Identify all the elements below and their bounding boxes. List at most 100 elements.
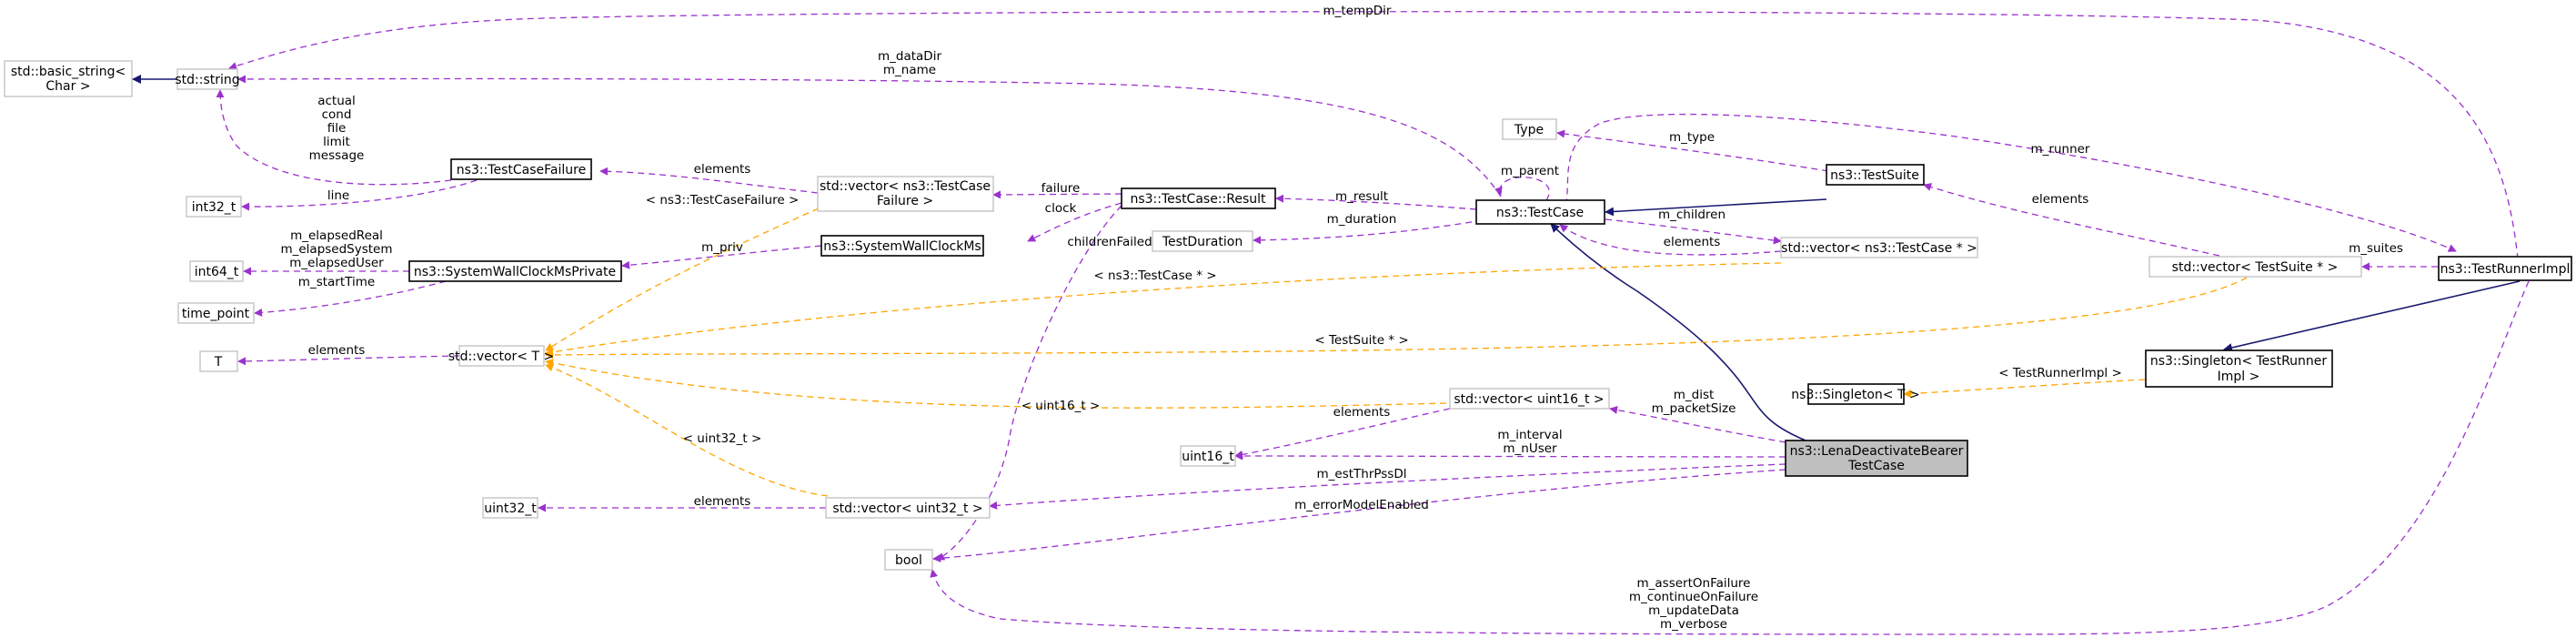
- svg-text:std::basic_string<Char >: std::basic_string<Char >: [11, 65, 126, 94]
- svg-text:uint32_t: uint32_t: [484, 501, 537, 516]
- svg-text:std::vector< ns3::TestCaseFail: std::vector< ns3::TestCaseFailure >: [820, 179, 991, 208]
- node-type[interactable]: Type: [1502, 118, 1557, 140]
- node-basic-string[interactable]: std::basic_string<Char >: [4, 60, 133, 97]
- node-time-point[interactable]: time_point: [177, 302, 255, 324]
- label-tpl-failure: < ns3::TestCaseFailure >: [646, 193, 800, 208]
- edge-m-suites: m_suites: [2349, 241, 2438, 271]
- edge-elements-u16: elements: [1234, 405, 1451, 459]
- label-tpl-tcptr: < ns3::TestCase * >: [1093, 268, 1216, 283]
- node-vector-T[interactable]: std::vector< T >: [448, 345, 554, 367]
- node-T[interactable]: T: [199, 350, 238, 372]
- svg-text:time_point: time_point: [182, 307, 250, 321]
- svg-text:std::vector< uint16_t >: std::vector< uint16_t >: [1454, 392, 1604, 407]
- svg-text:Type: Type: [1514, 123, 1544, 137]
- svg-text:int32_t: int32_t: [192, 200, 236, 215]
- node-std-string[interactable]: std::string: [175, 68, 240, 90]
- label-tpl-suite: < TestSuite * >: [1314, 333, 1408, 348]
- edge-elements-failure: elements: [599, 162, 819, 194]
- node-testcase[interactable]: ns3::TestCase: [1475, 199, 1605, 225]
- edge-m-children: m_children: [1605, 208, 1782, 245]
- node-vector-uint32[interactable]: std::vector< uint32_t >: [825, 497, 991, 519]
- edge-m-priv: m_priv: [621, 240, 822, 269]
- node-uint32-t[interactable]: uint32_t: [482, 497, 538, 519]
- svg-text:ns3::TestRunnerImpl: ns3::TestRunnerImpl: [2440, 262, 2571, 277]
- svg-text:T: T: [214, 355, 223, 370]
- label-failure: failure: [1041, 181, 1081, 196]
- edge-m-tempdir: m_tempDir: [228, 4, 2521, 282]
- label-m-result: m_result: [1335, 189, 1388, 204]
- svg-text:ns3::TestCase: ns3::TestCase: [1496, 206, 1584, 220]
- node-vector-uint16[interactable]: std::vector< uint16_t >: [1449, 388, 1610, 410]
- node-testrunnerimpl[interactable]: ns3::TestRunnerImpl: [2438, 256, 2572, 281]
- edge-m-errormodel: m_errorModelEnabled: [932, 469, 1786, 562]
- edge-elements-u32: elements: [538, 494, 826, 512]
- label-tpl-uint32: < uint32_t >: [683, 431, 762, 446]
- label-m-suites: m_suites: [2349, 241, 2403, 256]
- label-clock: clock: [1045, 201, 1077, 216]
- edge-line: line: [241, 179, 478, 211]
- svg-text:std::string: std::string: [175, 73, 239, 87]
- svg-text:std::vector< uint32_t >: std::vector< uint32_t >: [832, 501, 982, 516]
- label-childrenFailed: childrenFailed: [1067, 235, 1152, 249]
- node-test-case-failure[interactable]: ns3::TestCaseFailure: [450, 158, 592, 180]
- edge-m-duration: m_duration: [1253, 212, 1484, 245]
- node-system-wall-clock-ms[interactable]: ns3::SystemWallClockMs: [820, 235, 984, 257]
- label-m-tempdir: m_tempDir: [1323, 4, 1392, 18]
- edge-m-type: m_type: [1556, 129, 1829, 172]
- label-m-children: m_children: [1658, 208, 1726, 222]
- label-m-duration: m_duration: [1327, 212, 1397, 227]
- node-test-duration[interactable]: TestDuration: [1152, 230, 1253, 252]
- edge-elements-tc: elements: [1559, 224, 1782, 256]
- label-m-priv: m_priv: [701, 240, 743, 255]
- label-elements-T: elements: [308, 343, 366, 358]
- edge-runner-inherits-singleton: [2223, 280, 2521, 352]
- node-uint16-t[interactable]: uint16_t: [1180, 445, 1236, 467]
- edge-elements-T: elements: [237, 343, 460, 366]
- edge-m-result: m_result: [1275, 189, 1477, 210]
- edge-childrenFailed: childrenFailed: [936, 205, 1152, 561]
- node-vector-testcase-ptr[interactable]: std::vector< ns3::TestCase * >: [1780, 237, 1978, 258]
- svg-text:uint16_t: uint16_t: [1182, 450, 1234, 464]
- svg-text:ns3::Singleton< T >: ns3::Singleton< T >: [1791, 388, 1919, 402]
- edge-tpl-uint16: < uint16_t >: [545, 359, 1447, 413]
- node-singleton-T[interactable]: ns3::Singleton< T >: [1791, 383, 1920, 405]
- label-line: line: [327, 188, 349, 203]
- node-vector-testsuite-ptr[interactable]: std::vector< TestSuite * >: [2148, 256, 2362, 278]
- node-bool[interactable]: bool: [884, 549, 933, 571]
- label-elements-tc: elements: [1664, 235, 1721, 249]
- svg-text:std::vector< TestSuite * >: std::vector< TestSuite * >: [2172, 260, 2339, 275]
- node-system-wall-clock-ms-private[interactable]: ns3::SystemWallClockMsPrivate: [408, 260, 622, 282]
- node-int32-t[interactable]: int32_t: [186, 196, 242, 218]
- edge-m-starttime: m_startTime: [254, 275, 447, 317]
- label-elements-u16: elements: [1333, 405, 1391, 420]
- svg-text:ns3::TestCaseFailure: ns3::TestCaseFailure: [457, 163, 586, 177]
- svg-text:std::vector< T >: std::vector< T >: [448, 349, 554, 364]
- svg-text:ns3::SystemWallClockMsPrivate: ns3::SystemWallClockMsPrivate: [414, 265, 616, 279]
- edge-elements-suite: elements: [1923, 183, 2220, 257]
- edge-clock: clock: [1027, 201, 1122, 242]
- label-tpl-runner: < TestRunnerImpl >: [1998, 366, 2122, 380]
- svg-text:ns3::SystemWallClockMs: ns3::SystemWallClockMs: [823, 239, 981, 254]
- label-m-parent: m_parent: [1501, 164, 1559, 178]
- node-testcase-result[interactable]: ns3::TestCase::Result: [1121, 187, 1276, 209]
- svg-text:ns3::TestSuite: ns3::TestSuite: [1830, 168, 1919, 183]
- edge-tpl-tcptr: < ns3::TestCase * >: [545, 262, 1782, 357]
- label-m-errormodel: m_errorModelEnabled: [1294, 498, 1429, 512]
- label-m-type: m_type: [1669, 130, 1715, 145]
- svg-text:int64_t: int64_t: [195, 265, 239, 279]
- node-int64-t[interactable]: int64_t: [189, 260, 244, 282]
- node-testsuite[interactable]: ns3::TestSuite: [1826, 164, 1925, 186]
